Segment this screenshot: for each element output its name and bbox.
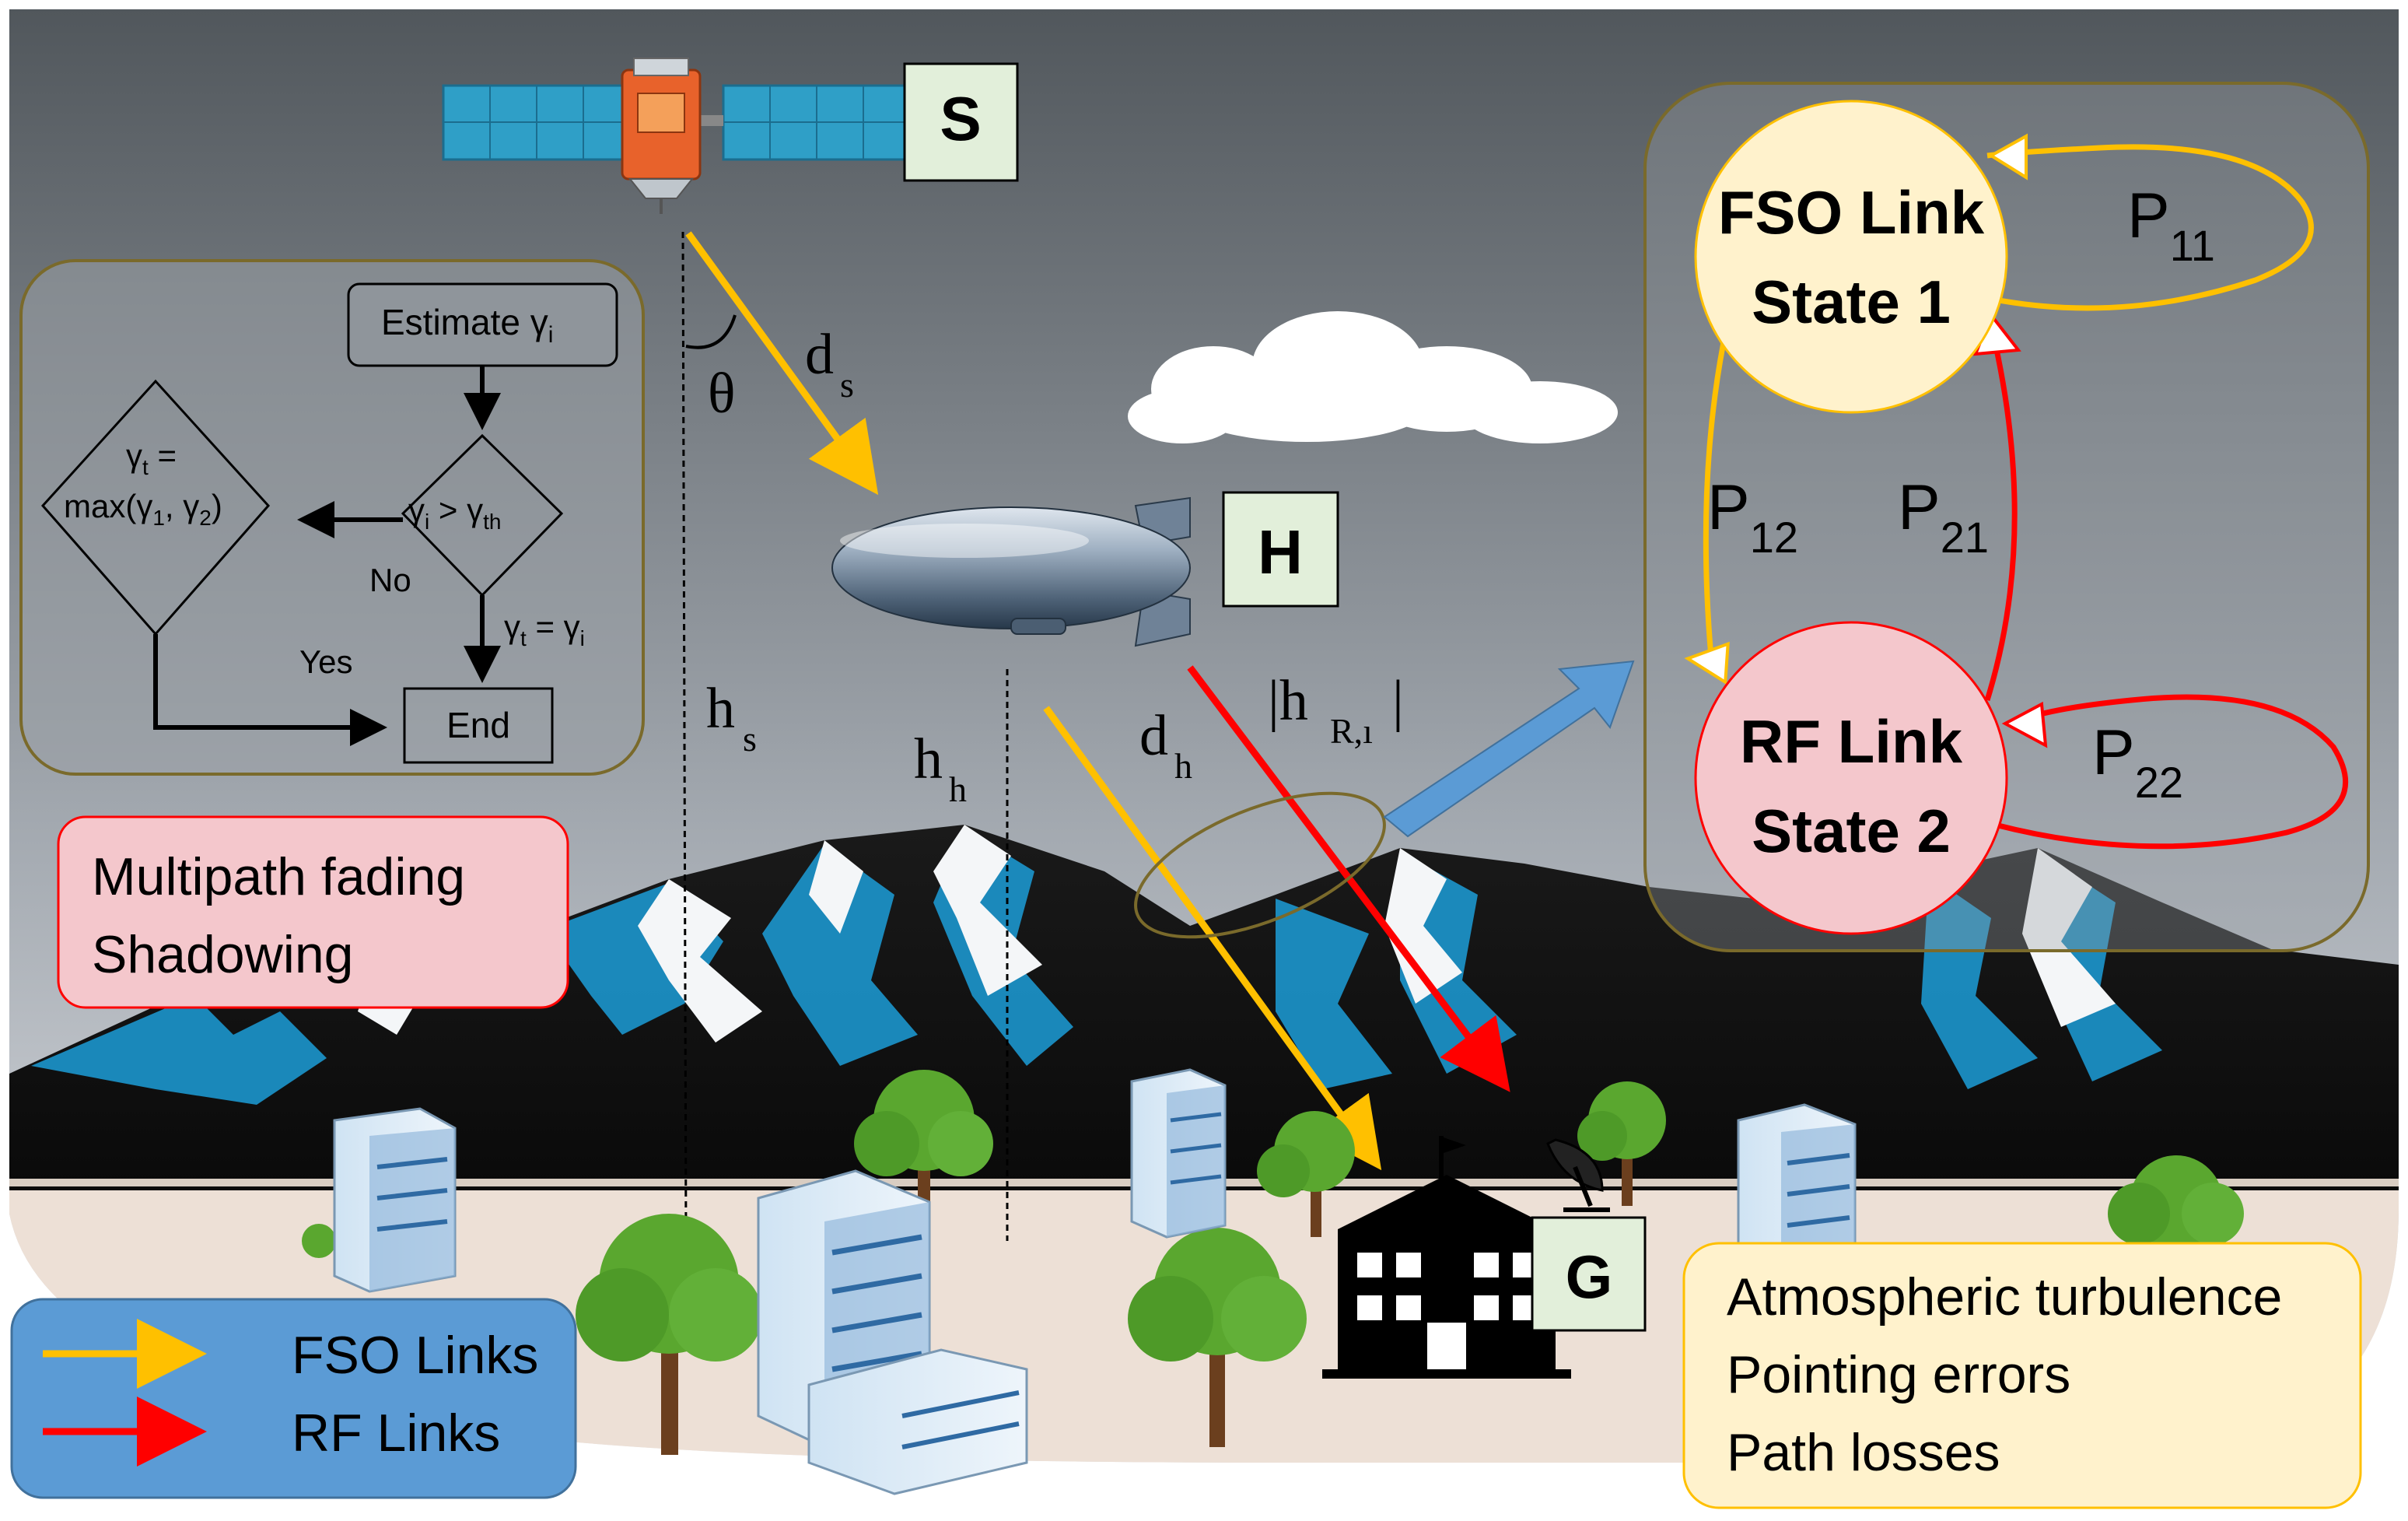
hap-label-box [1222, 491, 1339, 608]
state-1-line2: State 1 [1752, 268, 1951, 336]
link-state-pointer-arrow [1383, 660, 1635, 838]
tree-icon [576, 1214, 762, 1455]
rf-impairment-1: Multipath fading [92, 847, 465, 906]
state-1-fso [1694, 100, 2008, 414]
fso-impairment-2: Pointing errors [1727, 1345, 2070, 1404]
fso-impairments-box: Atmospheric turbulence Pointing errors P… [1682, 1242, 2362, 1509]
flow-arrow-max-to-end [153, 634, 387, 746]
max-decision-top: γt = [126, 437, 177, 479]
fso-impairment-1: Atmospheric turbulence [1727, 1267, 2282, 1326]
mountain-blue-ridge [1921, 875, 2038, 1089]
transition-p12 [1703, 326, 1730, 658]
end-node [403, 687, 554, 764]
svg-text:h: h [914, 727, 943, 791]
state-1-line1: FSO Link [1718, 178, 1985, 247]
p11-label: P11 [2127, 180, 2215, 270]
mountain-snow [638, 879, 762, 1043]
theta-label: θ [708, 362, 735, 426]
ground-label: G [1566, 1242, 1613, 1311]
link-legend: FSO Links RF Links [10, 1298, 577, 1499]
hh-label: h h [914, 727, 967, 809]
svg-text:s: s [840, 365, 854, 405]
satellite-dish-icon [1546, 1138, 1610, 1212]
office-building-icon [1130, 1068, 1227, 1239]
legend-fso-label: FSO Links [292, 1326, 538, 1385]
tree-icon [302, 1224, 336, 1258]
satellite-vertical-guide [681, 231, 688, 1246]
p12-label: P12 [1707, 472, 1798, 562]
max-decision-bottom: max(γ1, γ2) [64, 488, 222, 530]
markov-chain: FSO Link State 1 RF Link State 2 P11 P12… [1643, 82, 2370, 952]
office-building-icon [757, 1169, 1028, 1495]
mountain-snow [933, 825, 1042, 996]
p22-label: P22 [2092, 717, 2183, 807]
mountain-snow [1384, 848, 1462, 1004]
svg-text:d: d [805, 323, 834, 387]
legend-rf-label: RF Links [292, 1404, 500, 1463]
tree-icon [1257, 1111, 1355, 1237]
ds-label: d s [805, 323, 854, 405]
estimate-text: Estimate γi [381, 302, 553, 348]
rf-impairment-2: Shadowing [92, 925, 353, 984]
mountain-blue-ridge [762, 844, 918, 1066]
hap-blimp-icon [831, 496, 1191, 647]
satellite-label-box [903, 62, 1019, 182]
svg-text:h: h [706, 677, 735, 741]
transition-p11 [1975, 144, 2314, 311]
p21-label: P21 [1898, 472, 1989, 562]
fso-link-hap-to-ground [1043, 706, 1382, 1171]
hs-label: h s [706, 677, 757, 759]
svg-text:s: s [743, 719, 757, 759]
satellite-label: S [940, 84, 981, 153]
mountain-snow [809, 840, 863, 934]
svg-text:h: h [949, 769, 967, 809]
tree-icon [1577, 1081, 1666, 1206]
link-selection-ring [1134, 791, 1386, 939]
mountain-snow [2022, 848, 2116, 1027]
mountain-blue-ridge [1276, 899, 1392, 1089]
office-building-icon [333, 1107, 457, 1293]
tree-icon [1128, 1228, 1307, 1447]
svg-text:R,ı: R,ı [1330, 711, 1373, 751]
end-text: End [446, 705, 510, 745]
fso-link-satellite-to-hap [685, 231, 879, 496]
satellite-icon [442, 58, 912, 214]
dh-label: d h [1139, 704, 1192, 786]
ground-label-box [1531, 1216, 1647, 1332]
transition-p22-head [2001, 701, 2048, 748]
state-2-line1: RF Link [1740, 707, 1963, 776]
hr-label: |h R,ı | [1268, 669, 1404, 751]
svg-text:|: | [1392, 669, 1404, 733]
transition-p22 [1994, 694, 2349, 850]
svg-text:h: h [1174, 746, 1192, 786]
zenith-angle-arc [685, 314, 737, 349]
svg-text:d: d [1139, 704, 1168, 768]
yes-label: Yes [299, 643, 353, 680]
office-building-icon [1737, 1103, 1857, 1262]
transition-p12-head [1684, 641, 1730, 685]
transition-p11-head [1988, 133, 2028, 180]
tree-icon [2108, 1155, 2244, 1276]
mountain-blue-ridge [31, 996, 327, 1105]
link-selection-flowchart: Estimate γi γi > γth γt = max(γ1, γ2) No… [19, 259, 645, 776]
no-label: No [369, 562, 411, 598]
cloud [1128, 311, 1618, 443]
rf-impairments-box: Multipath fading Shadowing [57, 815, 569, 1009]
transition-p21 [1984, 342, 2018, 702]
state-2-line2: State 2 [1752, 797, 1951, 865]
ground-station-icon [1322, 1136, 1571, 1379]
state-2-rf [1694, 621, 2008, 935]
assign-label: γt = γi [504, 608, 585, 650]
hap-label: H [1258, 517, 1303, 587]
threshold-decision-text: γi > γth [408, 492, 501, 534]
fso-impairment-3: Path losses [1727, 1423, 2000, 1482]
svg-text:|h: |h [1268, 669, 1308, 733]
rf-link-hap-to-ground [1187, 665, 1510, 1092]
